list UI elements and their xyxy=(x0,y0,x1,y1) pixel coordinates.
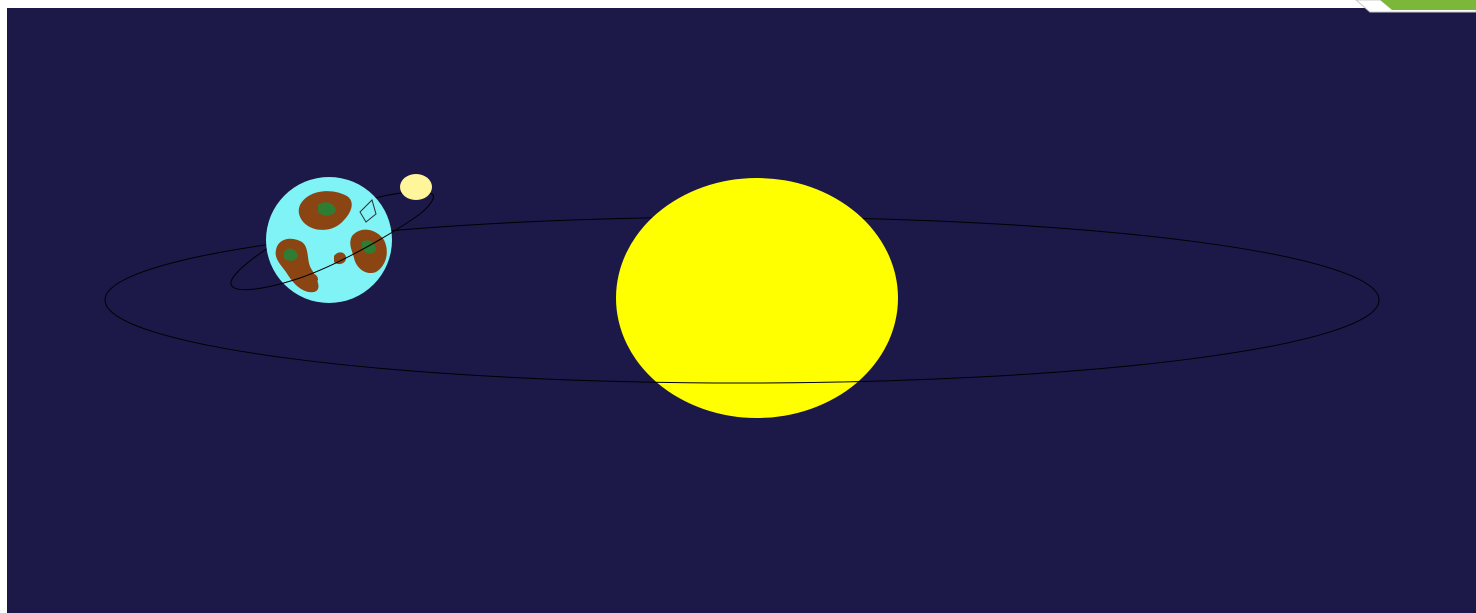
corner-accent xyxy=(1356,0,1476,12)
moon xyxy=(400,174,432,200)
earth xyxy=(266,177,392,303)
